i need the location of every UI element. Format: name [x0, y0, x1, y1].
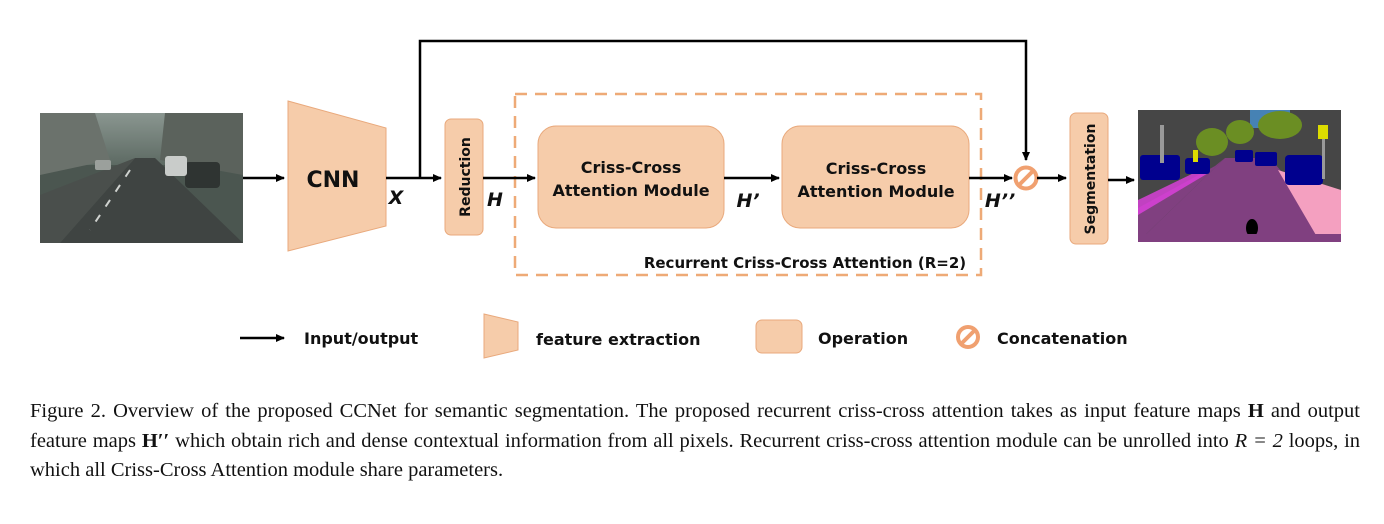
- caption-text-2: and output feature maps: [30, 400, 1360, 452]
- caption-h-symbol: H: [1247, 400, 1264, 422]
- cnn-label: CNN: [307, 168, 360, 193]
- caption-r-equation: R = 2: [1234, 429, 1283, 452]
- legend-operation-label: Operation: [818, 329, 908, 348]
- caption-text-3: which obtain rich and dense contextual i…: [169, 429, 1235, 452]
- legend-input-output-label: Input/output: [304, 329, 419, 348]
- caption-text-1: Overview of the proposed CCNet for seman…: [106, 400, 1248, 422]
- rcca-dashed-box: [513, 92, 983, 277]
- x-feature-label: X: [388, 187, 405, 209]
- caption-figure-label: Figure 2.: [30, 400, 107, 422]
- cnn-block: [287, 100, 387, 252]
- input-street-image: [40, 113, 243, 243]
- reduction-label: Reduction: [458, 137, 474, 217]
- figure-caption: Figure 2. Overview of the proposed CCNet…: [30, 397, 1360, 486]
- legend-feature-extraction-icon: [483, 313, 519, 359]
- cca-module-2-line2: Attention Module: [797, 182, 954, 201]
- caption-text-4: loops, in which all Criss-Cross Attentio…: [30, 429, 1361, 482]
- h-feature-label: H: [487, 189, 503, 211]
- rcca-label: Recurrent Criss-Cross Attention (R=2): [644, 254, 966, 272]
- h-double-prime-feature-label: H’’: [985, 190, 1015, 212]
- legend-operation-icon: [755, 319, 803, 354]
- legend-feature-extraction-label: feature extraction: [536, 330, 700, 349]
- legend-concatenation-label: Concatenation: [997, 329, 1128, 348]
- output-segmentation-map: [1138, 110, 1341, 242]
- segmentation-block: [1069, 112, 1109, 245]
- ccnet-diagram: CNN X Reduction Recurrent Criss-Cross At…: [40, 39, 1341, 359]
- cca-module-2-line1: Criss-Cross: [826, 159, 926, 178]
- legend-concatenation-icon: [956, 325, 980, 349]
- cca-module-1-line2: Attention Module: [552, 181, 709, 200]
- segmentation-label: Segmentation: [1083, 124, 1099, 235]
- caption-h-double-prime-symbol: H′′: [141, 429, 170, 452]
- cca-module-1: [537, 125, 725, 229]
- cca-module-1-line1: Criss-Cross: [581, 158, 681, 177]
- concatenation-icon: [1013, 165, 1039, 191]
- h-prime-feature-label: H’: [736, 190, 759, 212]
- skip-connection-arrow: [418, 39, 1030, 178]
